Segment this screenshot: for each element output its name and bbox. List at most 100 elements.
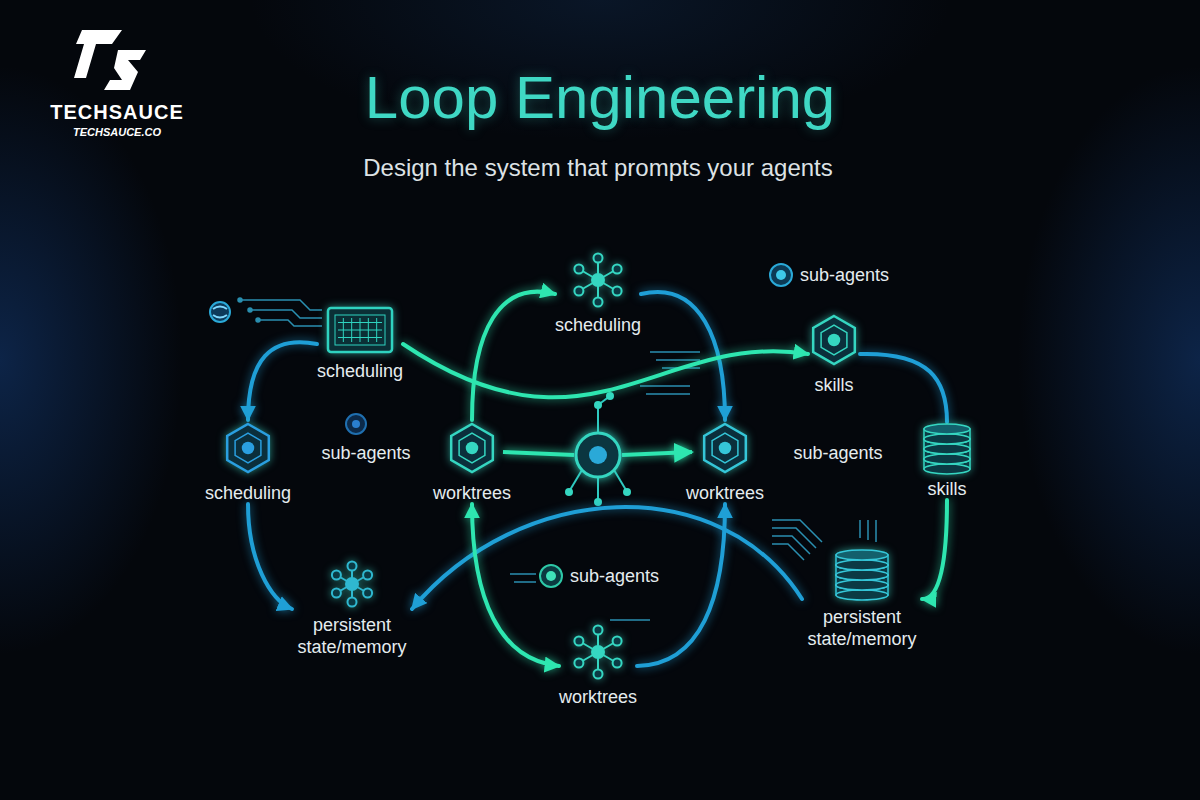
- path-part: [258, 320, 322, 326]
- path-part: [213, 307, 227, 318]
- loop-node: worktrees: [433, 420, 511, 504]
- polygon-part: [74, 30, 122, 78]
- net-icon: [328, 560, 376, 608]
- circle-part: [256, 318, 260, 322]
- sub-agents-label: sub-agents: [800, 264, 889, 286]
- circle-part: [574, 659, 583, 668]
- sub-agent-dot: [540, 565, 562, 587]
- ellipse-part: [836, 570, 888, 580]
- loop-node: worktrees: [686, 420, 764, 504]
- small-icon: [210, 302, 230, 322]
- ellipse-part: [836, 580, 888, 590]
- line-part: [614, 470, 626, 490]
- ellipse-part: [924, 424, 970, 434]
- circle-part: [540, 565, 562, 587]
- hex-icon: [222, 420, 274, 476]
- circle-part: [770, 264, 792, 286]
- line-part: [597, 477, 599, 500]
- circle-part: [248, 308, 252, 312]
- ellipse-part: [924, 464, 970, 474]
- node-label: scheduling: [555, 314, 641, 336]
- path-part: [772, 536, 810, 554]
- sub-agents-label: sub-agents: [793, 442, 882, 464]
- node-label: persistent state/memory: [802, 606, 922, 650]
- circle-part: [606, 392, 614, 400]
- polygon-part: [451, 424, 493, 472]
- loop-node: scheduling: [317, 306, 403, 382]
- polygon-part: [704, 424, 746, 472]
- path-part: [875, 520, 877, 542]
- path-part: [514, 581, 536, 583]
- polygon-part: [104, 50, 146, 90]
- circle-part: [828, 334, 840, 346]
- path-part: [646, 393, 690, 395]
- ellipse-part: [924, 454, 970, 464]
- loop-arrow: [922, 500, 947, 599]
- loop-node: persistent state/memory: [292, 560, 412, 658]
- circle-part: [613, 659, 622, 668]
- circle-part: [348, 598, 357, 607]
- circle-part: [574, 637, 583, 646]
- path-part: [656, 359, 700, 361]
- ellipse-part: [836, 590, 888, 600]
- circle-part: [352, 420, 360, 428]
- path-part: [650, 351, 700, 353]
- circuit-traces: [238, 298, 322, 326]
- circle-part: [332, 571, 341, 580]
- circle-part: [613, 265, 622, 274]
- node-label: worktrees: [433, 482, 511, 504]
- circle-part: [574, 287, 583, 296]
- circle-part: [546, 571, 556, 581]
- chip-icon: [326, 306, 394, 354]
- node-label: scheduling: [205, 482, 291, 504]
- node-label: persistent state/memory: [292, 614, 412, 658]
- loop-arrow: [403, 344, 808, 397]
- brand-name: TECHSAUCE: [50, 100, 183, 124]
- circle-part: [776, 270, 786, 280]
- polygon-part: [235, 433, 261, 463]
- line-part: [360, 318, 361, 342]
- ellipse-part: [924, 434, 970, 444]
- sub-agents-label: sub-agents: [321, 442, 410, 464]
- circle-part: [210, 302, 230, 322]
- circle-part: [613, 637, 622, 646]
- loop-arrow: [472, 292, 555, 420]
- node-label: skills: [815, 374, 854, 396]
- loop-node: worktrees: [559, 624, 637, 708]
- polygon-part: [459, 433, 485, 463]
- path-part: [610, 619, 650, 621]
- circle-part: [613, 287, 622, 296]
- circle-part: [574, 265, 583, 274]
- circle-part: [348, 562, 357, 571]
- loop-node: persistent state/memory: [802, 548, 922, 650]
- diagram-title: Loop Engineering: [0, 62, 1200, 134]
- circle-part: [594, 298, 603, 307]
- path-part: [867, 520, 869, 540]
- circle-part: [594, 401, 602, 409]
- circle-part: [242, 442, 254, 454]
- node-label: skills: [928, 478, 967, 500]
- rect-part: [335, 315, 385, 345]
- line-part: [376, 318, 377, 342]
- loop-arrow: [641, 292, 725, 420]
- loop-node: scheduling: [555, 252, 641, 336]
- loop-node: scheduling: [205, 420, 291, 504]
- sub-agent-dot: [346, 414, 366, 434]
- circle-part: [346, 414, 366, 434]
- circle-part: [623, 488, 631, 496]
- polygon-part: [712, 433, 738, 463]
- circle-part: [565, 488, 573, 496]
- ellipse-part: [924, 444, 970, 454]
- circle-part: [589, 446, 607, 464]
- node-label: worktrees: [686, 482, 764, 504]
- loop-arrow: [248, 342, 317, 420]
- circle-part: [576, 433, 620, 477]
- path-part: [772, 520, 822, 542]
- circle-part: [591, 273, 605, 287]
- logo-mark: [74, 30, 146, 90]
- path-part: [859, 520, 861, 538]
- line-part: [343, 318, 344, 342]
- net-icon: [570, 624, 626, 680]
- circle-part: [345, 577, 359, 591]
- ellipse-part: [836, 550, 888, 560]
